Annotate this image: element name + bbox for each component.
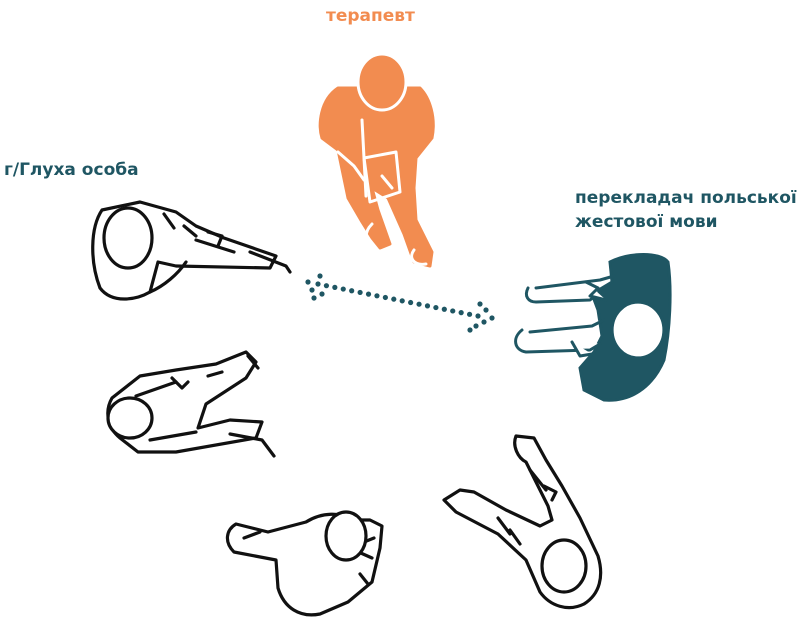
gaze-dot <box>391 297 396 302</box>
gaze-dot <box>383 295 388 300</box>
gaze-dot <box>483 307 488 312</box>
gaze-dot <box>305 279 310 284</box>
participant-bottom-right <box>444 436 601 608</box>
gaze-dot <box>366 292 371 297</box>
gaze-dot <box>433 305 438 310</box>
gaze-dot <box>309 287 314 292</box>
gaze-dot <box>311 295 316 300</box>
gaze-dot <box>317 273 322 278</box>
therapist-figure <box>320 46 433 266</box>
gaze-dot <box>341 286 346 291</box>
interpreter-figure <box>516 255 670 401</box>
gaze-dot <box>467 327 472 332</box>
participant-lower-left <box>108 352 274 456</box>
gaze-dot <box>459 310 464 315</box>
gaze-dot <box>481 319 486 324</box>
gaze-dot <box>416 302 421 307</box>
gaze-dot <box>442 307 447 312</box>
gaze-dot <box>324 283 329 288</box>
gaze-dotted-line <box>305 273 494 332</box>
gaze-dot <box>450 308 455 313</box>
gaze-dot <box>467 312 472 317</box>
gaze-dot <box>400 298 405 303</box>
deaf-person-figure <box>93 202 290 299</box>
gaze-dot <box>425 303 430 308</box>
gaze-dot <box>408 300 413 305</box>
gaze-dot <box>477 301 482 306</box>
gaze-dot <box>358 290 363 295</box>
gaze-dot <box>332 285 337 290</box>
gaze-dot <box>349 288 354 293</box>
gaze-dot <box>473 323 478 328</box>
gaze-dot <box>374 293 379 298</box>
participant-bottom-left <box>227 512 382 615</box>
gaze-dot <box>319 291 324 296</box>
gaze-dot <box>475 313 480 318</box>
gaze-dot <box>315 281 320 286</box>
gaze-dot <box>489 315 494 320</box>
